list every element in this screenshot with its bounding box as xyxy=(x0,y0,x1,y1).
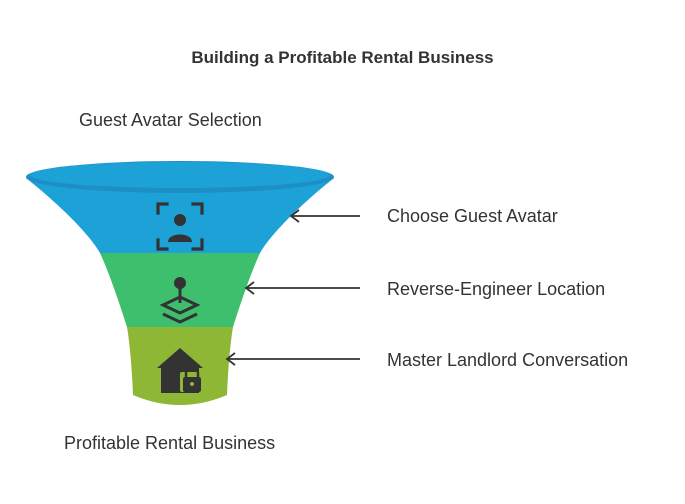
funnel-rim-inner xyxy=(30,162,330,188)
stage-label-choose-guest-avatar: Choose Guest Avatar xyxy=(387,206,558,226)
house-lock-icon xyxy=(157,348,204,393)
diagram-title: Building a Profitable Rental Business xyxy=(191,48,494,67)
arrow-master-landlord-conversation xyxy=(225,352,360,366)
arrow-choose-guest-avatar xyxy=(289,209,360,223)
stage-label-reverse-engineer-location: Reverse-Engineer Location xyxy=(387,279,606,299)
funnel-bottom-label: Profitable Rental Business xyxy=(64,433,276,453)
user-focus-icon xyxy=(156,202,204,251)
funnel-top-label: Guest Avatar Selection xyxy=(79,110,262,130)
arrow-reverse-engineer-location xyxy=(244,281,360,295)
stage-label-master-landlord-conversation: Master Landlord Conversation xyxy=(387,350,629,370)
location-pin-icon xyxy=(159,277,201,324)
